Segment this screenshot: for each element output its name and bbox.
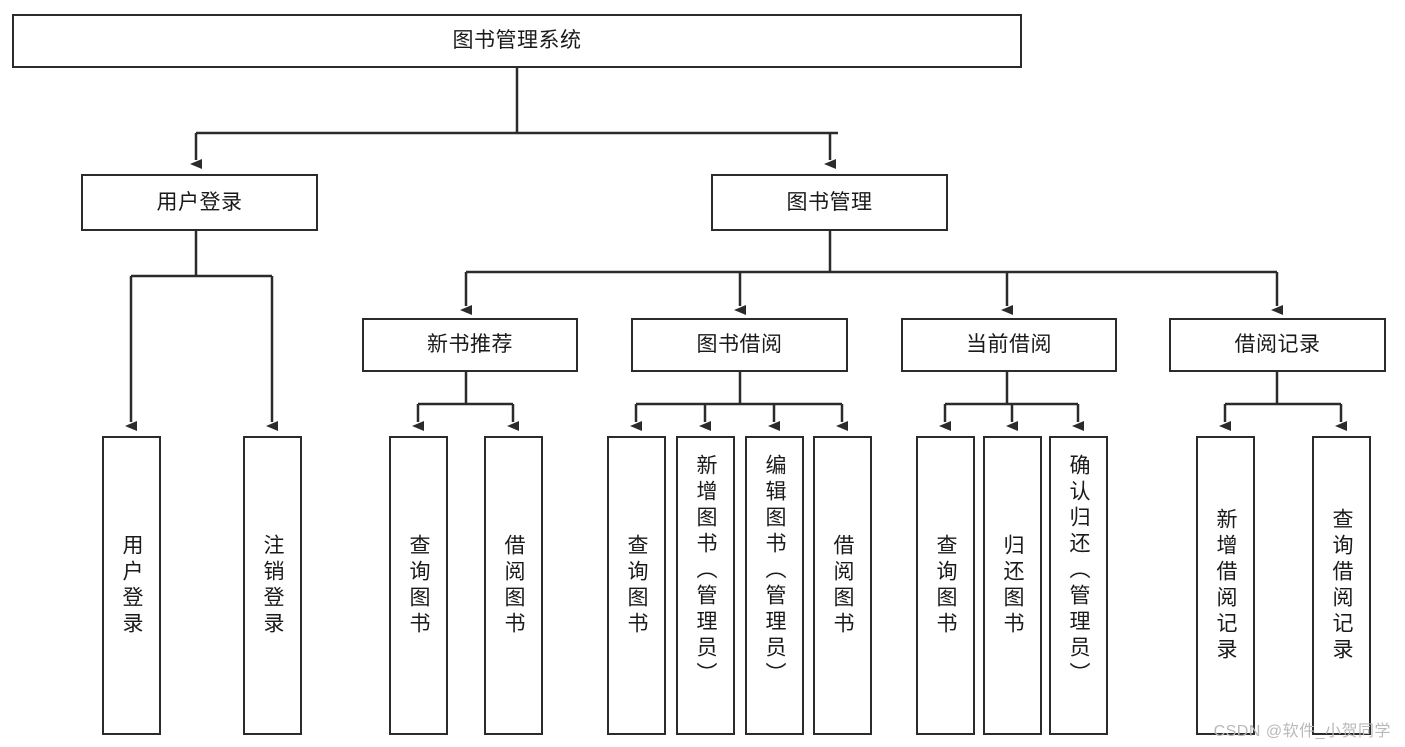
leaf-query-book-2[interactable]: 查询图书: [607, 436, 666, 735]
leaf-label: 编辑图书（管理员）: [763, 454, 786, 688]
leaf-edit-book-admin[interactable]: 编辑图书（管理员）: [745, 436, 804, 735]
leaf-label: 归还图书: [1001, 533, 1024, 638]
node-borrow-record[interactable]: 借阅记录: [1169, 318, 1386, 372]
leaf-label: 查询图书: [407, 533, 430, 638]
leaf-query-borrow-record[interactable]: 查询借阅记录: [1312, 436, 1371, 735]
node-book-management-system[interactable]: 图书管理系统: [12, 14, 1022, 68]
leaf-label: 用户登录: [120, 533, 143, 638]
leaf-label: 新增图书（管理员）: [694, 454, 717, 688]
node-user-login[interactable]: 用户登录: [81, 174, 318, 231]
node-label: 当前借阅: [966, 333, 1052, 357]
leaf-add-borrow-record[interactable]: 新增借阅记录: [1196, 436, 1255, 735]
node-label: 用户登录: [156, 190, 243, 214]
leaf-label: 确认归还（管理员）: [1067, 454, 1090, 688]
leaf-query-book-1[interactable]: 查询图书: [389, 436, 448, 735]
leaf-borrow-book-2[interactable]: 借阅图书: [813, 436, 872, 735]
node-label: 图书管理: [786, 190, 873, 214]
leaf-user-logout[interactable]: 注销登录: [243, 436, 302, 735]
leaf-return-book[interactable]: 归还图书: [983, 436, 1042, 735]
node-book-borrow[interactable]: 图书借阅: [631, 318, 848, 372]
node-label: 借阅记录: [1234, 333, 1321, 357]
leaf-label: 查询借阅记录: [1330, 507, 1353, 664]
leaf-label: 借阅图书: [502, 533, 525, 638]
node-current-borrow[interactable]: 当前借阅: [901, 318, 1117, 372]
node-label: 图书管理系统: [452, 29, 582, 53]
leaf-label: 借阅图书: [831, 533, 854, 638]
leaf-add-book-admin[interactable]: 新增图书（管理员）: [676, 436, 735, 735]
node-label: 图书借阅: [696, 333, 783, 357]
leaf-label: 查询图书: [934, 533, 957, 638]
leaf-label: 新增借阅记录: [1214, 507, 1237, 664]
node-new-book-recommend[interactable]: 新书推荐: [362, 318, 578, 372]
leaf-label: 注销登录: [261, 533, 284, 638]
leaf-user-login[interactable]: 用户登录: [102, 436, 161, 735]
leaf-label: 查询图书: [625, 533, 648, 638]
leaf-query-book-3[interactable]: 查询图书: [916, 436, 975, 735]
leaf-borrow-book-1[interactable]: 借阅图书: [484, 436, 543, 735]
node-book-management[interactable]: 图书管理: [711, 174, 948, 231]
node-label: 新书推荐: [427, 333, 513, 357]
leaf-confirm-return-admin[interactable]: 确认归还（管理员）: [1049, 436, 1108, 735]
